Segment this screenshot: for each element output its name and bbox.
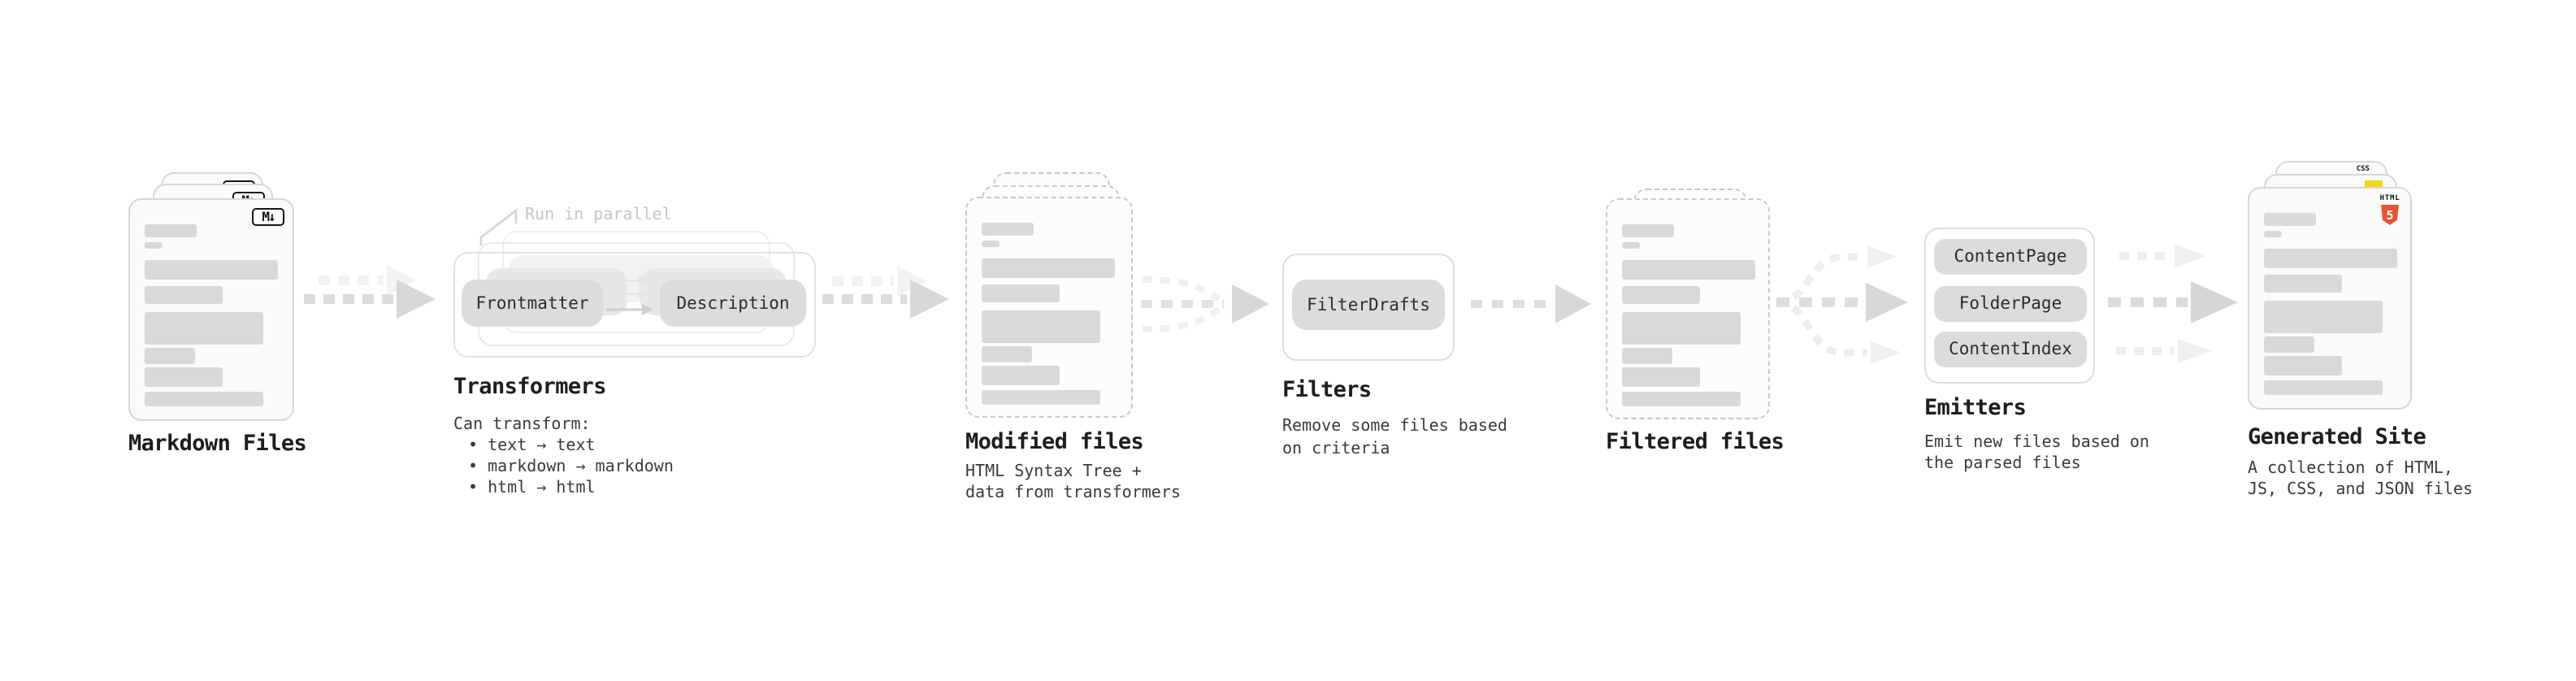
arrow-head-top xyxy=(2175,244,2205,268)
arrow-branch-top xyxy=(1142,276,1221,302)
text-placeholder-bar xyxy=(982,310,1100,343)
text-placeholder-bar xyxy=(145,286,223,304)
modified-file-card xyxy=(965,197,1133,418)
filterdrafts-pill: FilterDrafts xyxy=(1292,280,1445,330)
text-placeholder-bar xyxy=(2264,301,2383,333)
frontmatter-pill: Frontmatter xyxy=(462,280,603,327)
arrow-ghost-head xyxy=(387,265,416,296)
description-pill: Description xyxy=(660,280,806,327)
text-placeholder-bar xyxy=(2264,231,2282,237)
text-placeholder-bar xyxy=(2264,275,2342,293)
caption-line: Remove some files based xyxy=(1282,418,1507,436)
caption-line: JS, CSS, and JSON files xyxy=(2248,480,2473,499)
generated-file-card: HTML 5 xyxy=(2248,187,2412,410)
arrow-modified-to-filters xyxy=(1141,276,1269,332)
text-placeholder-bar xyxy=(2264,356,2342,375)
text-placeholder-bar xyxy=(1622,242,1640,249)
text-placeholder-bar xyxy=(1622,367,1700,387)
text-placeholder-bar xyxy=(145,260,278,280)
transformers-bullet: • text → text xyxy=(468,437,596,455)
filters-title: Filters xyxy=(1282,376,1372,402)
arrow-branch-bottom xyxy=(1142,306,1221,332)
transformers-bullet: • markdown → markdown xyxy=(468,458,674,476)
transformers-bullet: • html → html xyxy=(468,479,596,497)
arrow-head xyxy=(1555,284,1591,323)
text-placeholder-bar xyxy=(982,366,1060,385)
text-placeholder-bar xyxy=(2264,336,2314,353)
markdown-icon: M↓ xyxy=(252,208,284,226)
text-placeholder-bar xyxy=(982,223,1034,236)
emitters-box xyxy=(1924,228,2095,384)
text-placeholder-bar xyxy=(1622,348,1672,364)
text-placeholder-bar xyxy=(1622,312,1741,345)
text-placeholder-bar xyxy=(145,224,197,237)
caption-line: HTML Syntax Tree + xyxy=(965,463,1142,481)
generated-site-caption: A collection of HTML, JS, CSS, and JSON … xyxy=(2248,460,2473,501)
transformer-box-front xyxy=(453,252,816,358)
text-placeholder-bar xyxy=(145,312,263,345)
html5-icon-text: HTML xyxy=(2379,195,2400,203)
transformers-caption-heading: Can transform: xyxy=(453,415,591,433)
arrow-head xyxy=(397,280,436,319)
emitters-caption: Emit new files based on the parsed files xyxy=(1924,434,2149,475)
text-placeholder-bar xyxy=(982,258,1115,278)
contentpage-pill: ContentPage xyxy=(1934,239,2087,274)
caption-line: the parsed files xyxy=(1924,454,2081,473)
arrow-filtered-to-emitters xyxy=(1776,245,1908,364)
arrow-head-middle xyxy=(2191,281,2238,323)
text-placeholder-bar xyxy=(2264,213,2316,226)
modified-files-label: Modified files xyxy=(965,429,1144,455)
arrow-head-bottom xyxy=(2178,339,2212,363)
transformers-title: Transformers xyxy=(453,374,606,400)
contentindex-pill: ContentIndex xyxy=(1934,332,2087,367)
arrow-branch-bottom xyxy=(1776,298,1867,357)
modified-files-caption: HTML Syntax Tree + data from transformer… xyxy=(965,463,1181,505)
arrow-transformers-to-modified xyxy=(822,266,949,319)
text-placeholder-bar xyxy=(145,242,163,249)
text-placeholder-bar xyxy=(1622,286,1700,304)
generated-site-label: Generated Site xyxy=(2248,423,2426,449)
filtered-file-card xyxy=(1606,198,1770,419)
caption-line: data from transformers xyxy=(965,484,1181,502)
folderpage-pill: FolderPage xyxy=(1934,285,2087,321)
text-placeholder-bar xyxy=(982,346,1032,362)
filters-caption: Remove some files based on criteria xyxy=(1282,416,1507,460)
arrow-markdown-to-transformers xyxy=(304,265,436,319)
text-placeholder-bar xyxy=(1622,224,1674,237)
text-placeholder-bar xyxy=(145,367,223,387)
arrow-filters-to-filtered xyxy=(1471,284,1591,323)
caption-line: Emit new files based on xyxy=(1924,434,2149,452)
caption-line: A collection of HTML, xyxy=(2248,460,2453,478)
arrow-head xyxy=(1866,283,1908,322)
run-in-parallel-annotation: Run in parallel xyxy=(525,206,672,223)
arrow-emitters-to-generated xyxy=(2108,244,2238,363)
text-placeholder-bar xyxy=(982,241,1000,247)
text-placeholder-bar xyxy=(1622,392,1741,406)
arrow-branch-top xyxy=(1776,253,1864,306)
filtered-files-label: Filtered files xyxy=(1606,429,1785,455)
emitters-title: Emitters xyxy=(1924,395,2027,421)
text-placeholder-bar xyxy=(145,392,263,406)
arrow-head-top xyxy=(1867,245,1897,268)
markdown-files-label: Markdown Files xyxy=(128,431,307,457)
filters-box xyxy=(1282,254,1455,361)
arrow-head xyxy=(1232,284,1269,323)
text-placeholder-bar xyxy=(2264,249,2397,268)
text-placeholder-bar xyxy=(145,348,195,364)
html5-icon-shield: 5 xyxy=(2381,204,2399,225)
text-placeholder-bar xyxy=(982,390,1100,405)
caption-line: on criteria xyxy=(1282,440,1390,458)
arrow-ghost-head xyxy=(897,266,926,297)
text-placeholder-bar xyxy=(2264,380,2383,395)
text-placeholder-bar xyxy=(1622,260,1755,280)
arrow-head-bottom xyxy=(1871,341,1902,364)
html5-icon: HTML 5 xyxy=(2379,195,2400,225)
markdown-file-card: M↓ xyxy=(128,198,294,421)
text-placeholder-bar xyxy=(982,284,1060,302)
arrow-head xyxy=(910,280,949,319)
